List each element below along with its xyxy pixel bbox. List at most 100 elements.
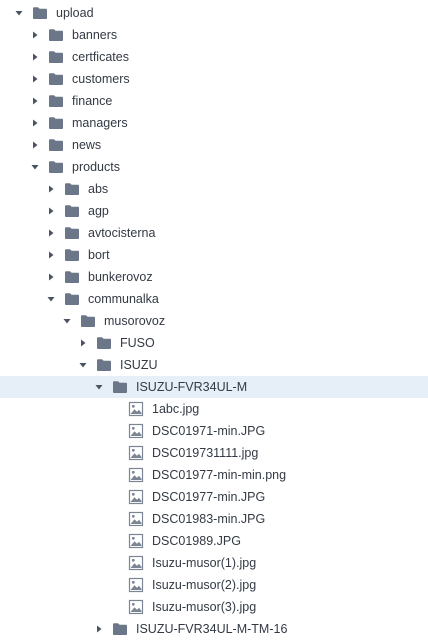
image-file-icon (128, 423, 144, 439)
item-label: ISUZU (120, 358, 158, 372)
image-file-icon (128, 467, 144, 483)
item-label: DSC01977-min.JPG (152, 490, 266, 504)
image-file-icon (128, 599, 144, 615)
file-item-dsc01977-min-jpg[interactable]: DSC01977-min.JPG (0, 486, 428, 508)
caret-right-icon[interactable] (44, 178, 58, 200)
caret-right-icon[interactable] (28, 68, 42, 90)
folder-icon (32, 5, 48, 21)
item-label: abs (88, 182, 109, 196)
caret-right-icon[interactable] (76, 332, 90, 354)
folder-item-agp[interactable]: agp (0, 200, 428, 222)
folder-item-communalka[interactable]: communalka (0, 288, 428, 310)
item-label: agp (88, 204, 109, 218)
item-label: Isuzu-musor(2).jpg (152, 578, 257, 592)
image-file-icon (128, 577, 144, 593)
image-file-icon (128, 555, 144, 571)
item-label: musorovoz (104, 314, 166, 328)
folder-icon (48, 49, 64, 65)
item-label: banners (72, 28, 118, 42)
file-item-isuzu-musor-1-jpg[interactable]: Isuzu-musor(1).jpg (0, 552, 428, 574)
folder-item-products[interactable]: products (0, 156, 428, 178)
folder-item-managers[interactable]: managers (0, 112, 428, 134)
folder-icon (112, 379, 128, 395)
folder-icon (96, 357, 112, 373)
file-item-dsc01971-min-jpg[interactable]: DSC01971-min.JPG (0, 420, 428, 442)
item-label: 1abc.jpg (152, 402, 200, 416)
folder-icon (48, 159, 64, 175)
folder-item-abs[interactable]: abs (0, 178, 428, 200)
item-label: DSC01977-min-min.png (152, 468, 287, 482)
folder-item-upload[interactable]: upload (0, 2, 428, 24)
caret-down-icon[interactable] (60, 310, 74, 332)
folder-icon (64, 225, 80, 241)
caret-right-icon[interactable] (28, 46, 42, 68)
folder-icon (64, 181, 80, 197)
item-label: FUSO (120, 336, 155, 350)
folder-item-isuzu-fvr34ul-m[interactable]: ISUZU-FVR34UL-M (0, 376, 428, 398)
folder-item-news[interactable]: news (0, 134, 428, 156)
caret-right-icon[interactable] (44, 222, 58, 244)
folder-icon (48, 27, 64, 43)
item-label: news (72, 138, 102, 152)
folder-item-musorovoz[interactable]: musorovoz (0, 310, 428, 332)
caret-down-icon[interactable] (92, 376, 106, 398)
image-file-icon (128, 533, 144, 549)
folder-icon (64, 203, 80, 219)
folder-icon (112, 621, 128, 637)
item-label: managers (72, 116, 128, 130)
item-label: customers (72, 72, 130, 86)
folder-item-customers[interactable]: customers (0, 68, 428, 90)
folder-item-isuzu[interactable]: ISUZU (0, 354, 428, 376)
caret-right-icon[interactable] (28, 90, 42, 112)
folder-icon (48, 137, 64, 153)
folder-item-certficates[interactable]: certficates (0, 46, 428, 68)
image-file-icon (128, 511, 144, 527)
caret-down-icon[interactable] (12, 2, 26, 24)
caret-right-icon[interactable] (44, 266, 58, 288)
caret-right-icon[interactable] (92, 618, 106, 640)
file-item-dsc01989-jpg[interactable]: DSC01989.JPG (0, 530, 428, 552)
caret-right-icon[interactable] (28, 112, 42, 134)
file-item-dsc01977-min-min-png[interactable]: DSC01977-min-min.png (0, 464, 428, 486)
folder-icon (64, 291, 80, 307)
item-label: bunkerovoz (88, 270, 153, 284)
file-item-1abc-jpg[interactable]: 1abc.jpg (0, 398, 428, 420)
item-label: avtocisterna (88, 226, 156, 240)
caret-right-icon[interactable] (44, 200, 58, 222)
folder-icon (48, 115, 64, 131)
file-item-dsc019731111-jpg[interactable]: DSC019731111.jpg (0, 442, 428, 464)
caret-down-icon[interactable] (44, 288, 58, 310)
file-item-isuzu-musor-3-jpg[interactable]: Isuzu-musor(3).jpg (0, 596, 428, 618)
item-label: DSC01989.JPG (152, 534, 241, 548)
caret-down-icon[interactable] (28, 156, 42, 178)
image-file-icon (128, 401, 144, 417)
caret-right-icon[interactable] (28, 24, 42, 46)
caret-down-icon[interactable] (76, 354, 90, 376)
item-label: communalka (88, 292, 159, 306)
file-item-isuzu-musor-2-jpg[interactable]: Isuzu-musor(2).jpg (0, 574, 428, 596)
folder-item-finance[interactable]: finance (0, 90, 428, 112)
item-label: DSC01983-min.JPG (152, 512, 266, 526)
folder-icon (64, 247, 80, 263)
folder-item-bunkerovoz[interactable]: bunkerovoz (0, 266, 428, 288)
folder-item-isuzu-fvr34ul-m-tm-16[interactable]: ISUZU-FVR34UL-M-TM-16 (0, 618, 428, 640)
item-label: products (72, 160, 120, 174)
item-label: certficates (72, 50, 129, 64)
item-label: ISUZU-FVR34UL-M (136, 380, 248, 394)
folder-icon (96, 335, 112, 351)
folder-icon (64, 269, 80, 285)
item-label: ISUZU-FVR34UL-M-TM-16 (136, 622, 288, 636)
image-file-icon (128, 445, 144, 461)
caret-right-icon[interactable] (44, 244, 58, 266)
caret-right-icon[interactable] (28, 134, 42, 156)
item-label: bort (88, 248, 110, 262)
image-file-icon (128, 489, 144, 505)
folder-item-fuso[interactable]: FUSO (0, 332, 428, 354)
file-item-dsc01983-min-jpg[interactable]: DSC01983-min.JPG (0, 508, 428, 530)
item-label: finance (72, 94, 113, 108)
folder-item-bort[interactable]: bort (0, 244, 428, 266)
folder-item-banners[interactable]: banners (0, 24, 428, 46)
folder-item-avtocisterna[interactable]: avtocisterna (0, 222, 428, 244)
item-label: DSC019731111.jpg (152, 446, 259, 460)
